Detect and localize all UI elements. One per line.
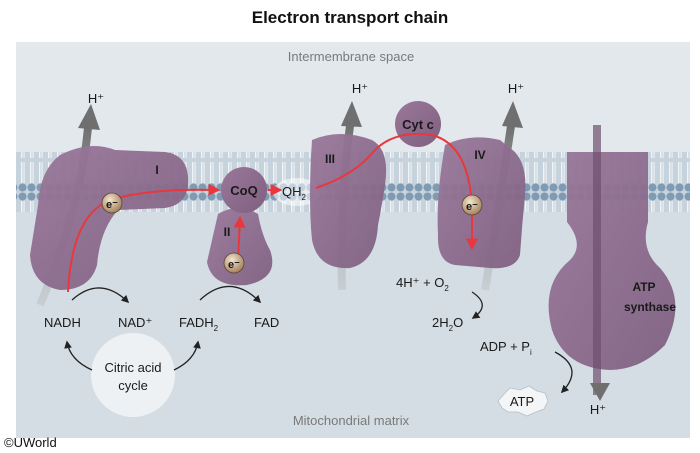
atp-synthase-label-1: ATP bbox=[632, 280, 655, 294]
arrow-o2-h2o bbox=[471, 291, 483, 319]
adp-label: ADP + Pi bbox=[480, 339, 532, 357]
atp-synthase bbox=[548, 152, 676, 370]
complex-1-label: I bbox=[155, 163, 158, 177]
h2o-label: 2H2O bbox=[432, 315, 463, 333]
atp-starburst bbox=[497, 385, 549, 417]
credit-text: ©UWorld bbox=[4, 435, 57, 450]
proton-label-4: H⁺ bbox=[508, 81, 524, 96]
reaction-arrows bbox=[64, 285, 573, 394]
electron-path-qh2-cytc-iv bbox=[315, 133, 478, 251]
complex-3-label: III bbox=[325, 152, 335, 166]
svg-text:e⁻: e⁻ bbox=[466, 201, 478, 213]
atp-label: ATP bbox=[510, 394, 534, 409]
arrow-cycle-fadh2 bbox=[173, 340, 201, 371]
citric-label-2: cycle bbox=[118, 378, 148, 393]
complex-3 bbox=[310, 134, 387, 269]
svg-text:e⁻: e⁻ bbox=[228, 259, 240, 271]
arrow-fadh2-fad bbox=[199, 285, 262, 304]
citric-acid-cycle bbox=[91, 333, 175, 417]
fad-label: FAD bbox=[254, 315, 279, 330]
matrix-label: Mitochondrial matrix bbox=[293, 413, 410, 428]
coq-label: CoQ bbox=[230, 183, 257, 198]
complex-4-label: IV bbox=[474, 148, 485, 162]
nadh-label: NADH bbox=[44, 315, 81, 330]
arrow-cycle-nadh bbox=[64, 340, 93, 371]
intermembrane-label: Intermembrane space bbox=[288, 49, 414, 64]
proton-label-1: H⁺ bbox=[88, 91, 104, 106]
proton-arrowhead-3 bbox=[341, 101, 362, 127]
fadh2-label: FADH2 bbox=[179, 315, 219, 333]
electron-3: e⁻ bbox=[461, 194, 483, 216]
atp-synthase-label-2: synthase bbox=[624, 300, 676, 314]
svg-text:e⁻: e⁻ bbox=[106, 199, 118, 211]
coq-circle bbox=[221, 167, 267, 213]
qh2-glow bbox=[273, 178, 321, 206]
citric-label-1: Citric acid bbox=[104, 360, 161, 375]
proton-label-matrix: H⁺ bbox=[590, 402, 606, 417]
proton-label-3: H⁺ bbox=[352, 81, 368, 96]
cytc-label: Cyt c bbox=[402, 117, 434, 132]
page-title: Electron transport chain bbox=[251, 8, 449, 27]
complex-2-label: II bbox=[224, 225, 231, 239]
complex-1 bbox=[30, 146, 189, 290]
electron-2: e⁻ bbox=[223, 252, 245, 274]
arrow-nadh-nad bbox=[71, 287, 130, 304]
arrow-adp-atp bbox=[554, 351, 573, 394]
o2-label: 4H⁺ + O2 bbox=[396, 275, 449, 293]
proton-arrowhead-4 bbox=[502, 101, 523, 128]
proton-arrowhead-atp bbox=[590, 383, 610, 401]
nad-label: NAD⁺ bbox=[118, 315, 152, 330]
qh2-label: QH2 bbox=[282, 184, 307, 202]
electron-1: e⁻ bbox=[101, 192, 123, 214]
proton-arrowhead-1 bbox=[78, 104, 100, 130]
